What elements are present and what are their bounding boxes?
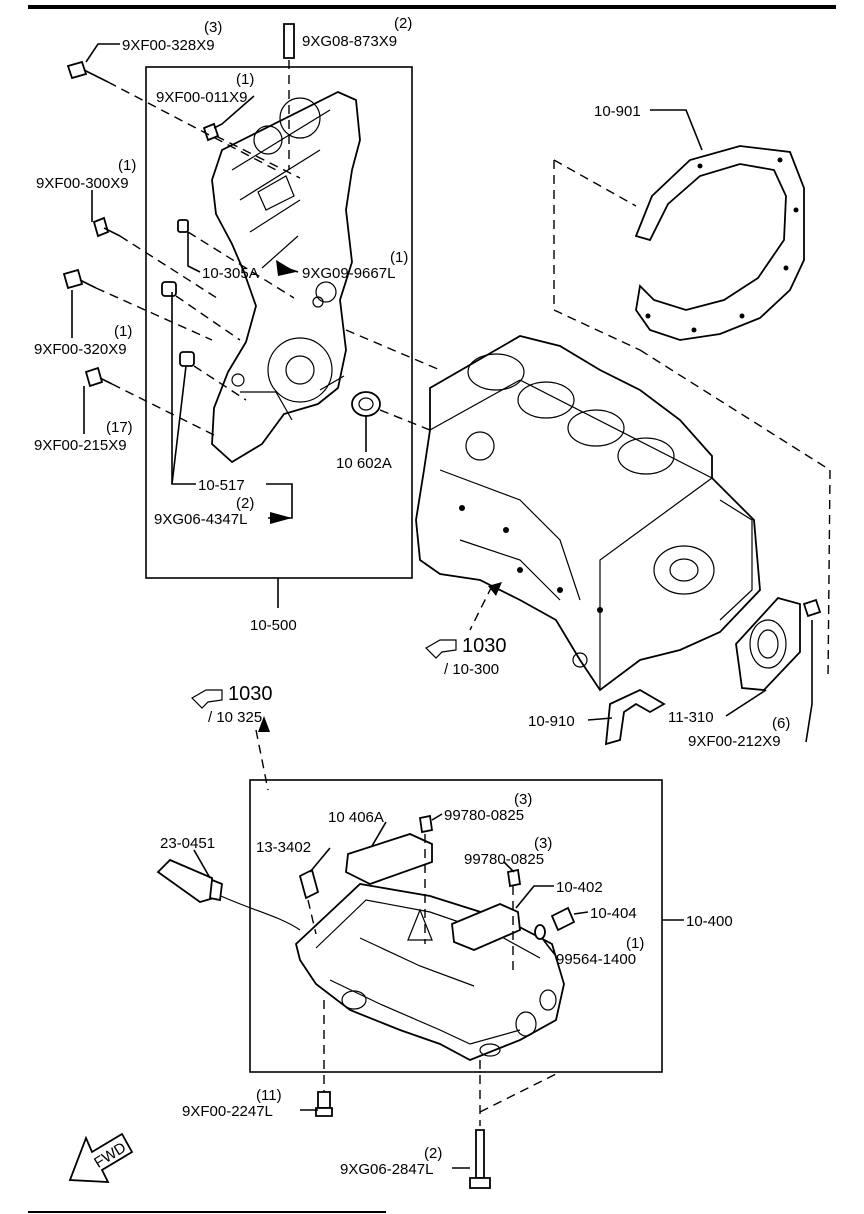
- label-qty-drain-washer: (1): [626, 935, 644, 952]
- label-bolt-cover-mid: 9XG09-9667L: [302, 265, 395, 282]
- oil-pan-group-frame: [249, 779, 663, 1073]
- assembly-lines-block: [553, 159, 831, 681]
- sealant-tube-shape: [156, 858, 223, 903]
- fwd-arrow-icon: FWD: [68, 1132, 134, 1183]
- cylinder-block: [415, 335, 761, 692]
- label-oil-seal-front: 10 602A: [336, 455, 392, 472]
- label-baffle-plate: 10 406A: [328, 809, 384, 826]
- front-oil-seal-shape: [351, 391, 381, 417]
- dowel-pins: [161, 219, 195, 367]
- label-drain-plug: 10-404: [590, 905, 637, 922]
- ref-block-code: / 10-300: [444, 661, 499, 678]
- label-qty-bolt-baffle-2: (3): [534, 835, 552, 852]
- timing-cover-group-frame: [145, 66, 413, 579]
- callout-labels: (3) 9XF00-328X9 (2) 9XG08-873X9 (1) 9XF0…: [34, 15, 790, 1178]
- assembly-lines-pan: [255, 585, 557, 1126]
- label-sealant: 23-0451: [160, 835, 215, 852]
- label-qty-bolt-cover-inner: (1): [236, 71, 254, 88]
- rear-gasket-shape: [634, 145, 805, 341]
- label-bolt-side-1: 9XF00-300X9: [36, 175, 129, 192]
- label-bolt-cover-inner: 9XF00-011X9: [156, 89, 247, 106]
- label-rear-gasket: 10-901: [594, 103, 641, 120]
- timing-cover-bolts: [62, 23, 295, 388]
- label-qty-bolt-rear-cover: (6): [772, 715, 790, 732]
- label-oil-level-sensor: 13-3402: [256, 839, 311, 856]
- oil-level-sensor-shape: [211, 868, 320, 931]
- label-qty-bolt-cover-mid: (1): [390, 249, 408, 266]
- label-bolt-side-3: 9XF00-215X9: [34, 437, 127, 454]
- leader-lines: [71, 43, 813, 1169]
- label-strainer-bracket: 10-402: [556, 879, 603, 896]
- label-stud-top: 9XG08-873X9: [302, 33, 397, 50]
- label-bolt-side-2: 9XF00-320X9: [34, 341, 127, 358]
- label-qty-bolt-side-3: (17): [106, 419, 133, 436]
- label-qty-bolt-pan: (11): [256, 1087, 282, 1104]
- ref-pan-page: 1030: [228, 683, 273, 705]
- label-qty-stud-top: (2): [394, 15, 412, 32]
- assembly-lines-cover: [95, 60, 481, 451]
- label-bolt-top-left: 9XF00-328X9: [122, 37, 215, 54]
- label-qty-bolt-side-2: (1): [114, 323, 132, 340]
- pointing-hand-icon: [425, 639, 457, 659]
- label-qty-bolt-side-1: (1): [118, 157, 136, 174]
- baffle-plate-shape: [345, 833, 433, 885]
- label-bolt-pan: 9XF00-2247L: [182, 1103, 273, 1120]
- label-dowel-lower: 10-517: [198, 477, 245, 494]
- label-dowel-upper: 10-305A: [202, 265, 259, 282]
- label-qty-bolt-cover-lower: (2): [236, 495, 254, 512]
- reference-block: 1030 / 10-300: [425, 635, 507, 678]
- label-oil-pan-group: 10-400: [686, 913, 733, 930]
- rear-seal-cover-shape: [735, 596, 822, 691]
- label-timing-cover-group: 10-500: [250, 617, 297, 634]
- timing-cover: [211, 91, 361, 464]
- thrust-bearing-shape: [604, 688, 666, 746]
- reference-arrows: [258, 582, 502, 732]
- label-qty-bolt-pan-long: (2): [424, 1145, 442, 1162]
- label-drain-washer: 99564-1400: [556, 951, 636, 968]
- label-bolt-baffle-1: 99780-0825: [444, 807, 524, 824]
- label-qty-bolt-top-left: (3): [204, 19, 222, 36]
- ref-block-page: 1030: [462, 635, 507, 657]
- drain-plug-shape: [534, 906, 576, 940]
- strainer-bracket-shape: [451, 903, 521, 951]
- ref-pan-code: / 10 325: [208, 709, 262, 726]
- oil-pan: [294, 883, 565, 1061]
- label-bolt-baffle-2: 99780-0825: [464, 851, 544, 868]
- label-bolt-pan-long: 9XG06-2847L: [340, 1161, 433, 1178]
- label-bolt-rear-cover: 9XF00-212X9: [688, 733, 781, 750]
- label-qty-bolt-baffle-1: (3): [514, 791, 532, 808]
- reference-pan: 1030 / 10 325: [191, 683, 273, 726]
- label-bolt-cover-lower: 9XG06-4347L: [154, 511, 247, 528]
- oil-pan-bolts: [315, 814, 522, 1189]
- pointing-hand-icon: [191, 689, 223, 709]
- label-rear-seal-cover: 11-310: [668, 709, 714, 726]
- label-thrust-bearing: 10-910: [528, 713, 575, 730]
